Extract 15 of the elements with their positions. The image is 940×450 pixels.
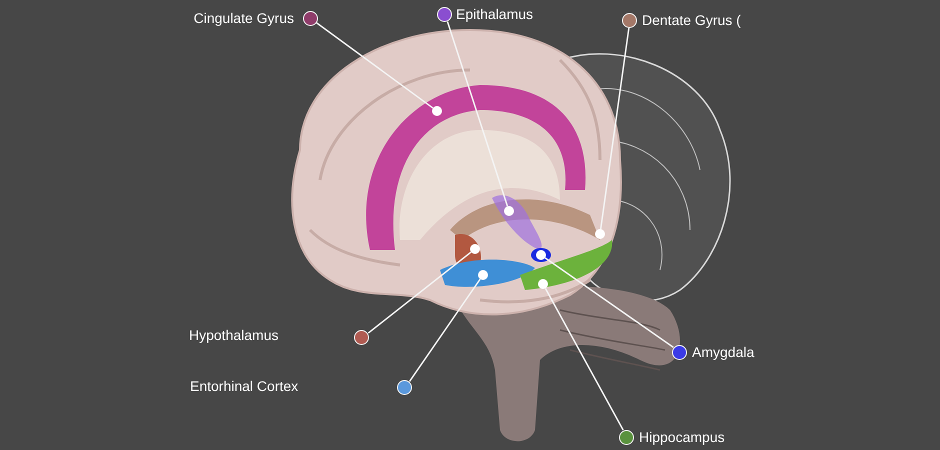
marker-dot (397, 380, 412, 395)
structure-label: Cingulate Gyrus (194, 10, 294, 26)
structure-label: Hippocampus (639, 429, 725, 445)
marker-dot (354, 330, 369, 345)
leader-line (408, 278, 481, 382)
structure-label: Dentate Gyrus ( (642, 12, 741, 28)
structure-label: Entorhinal Cortex (190, 377, 298, 395)
leader-line (368, 252, 472, 334)
structure-label: Hypothalamus (189, 326, 278, 344)
leader-line (316, 22, 434, 109)
leader-line (544, 257, 674, 348)
leader-line (544, 288, 624, 430)
structure-label: Amygdala (692, 344, 754, 360)
structure-label: Epithalamus (456, 6, 534, 22)
leader-line (600, 28, 630, 230)
